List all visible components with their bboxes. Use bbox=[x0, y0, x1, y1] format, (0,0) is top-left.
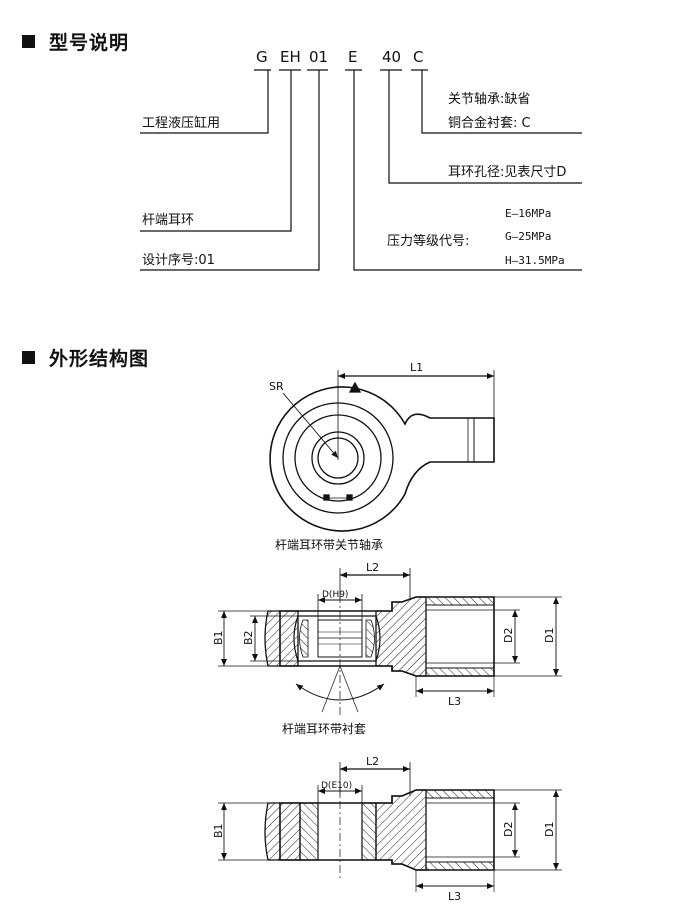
caption-bushing: 杆端耳环带衬套 bbox=[282, 722, 366, 736]
dim-d2-bearing: D2 bbox=[502, 628, 515, 643]
model-code-diagram: G EH 01 E 40 C bbox=[140, 48, 582, 271]
code-g: G bbox=[256, 48, 268, 66]
label-joint-bearing: 关节轴承:缺省 bbox=[448, 92, 530, 107]
section-title-model: 型号说明 bbox=[22, 28, 129, 55]
dim-l3-bushing: L3 bbox=[448, 890, 461, 903]
square-bullet-icon bbox=[22, 35, 35, 48]
code-01: 01 bbox=[309, 48, 328, 66]
code-40: 40 bbox=[382, 48, 401, 66]
label-design-no: 设计序号:01 bbox=[142, 253, 215, 268]
label-pressure-grade: 压力等级代号: bbox=[387, 233, 469, 249]
dim-l1: L1 bbox=[410, 361, 423, 374]
dim-l3-bearing: L3 bbox=[448, 695, 461, 708]
label-pressure-g: G—25MPa bbox=[505, 230, 551, 243]
code-e: E bbox=[348, 48, 357, 66]
figure-section-bearing bbox=[218, 568, 562, 715]
figure-rod-eye-plan bbox=[269, 370, 495, 532]
dim-d-e10: D(E10) bbox=[321, 781, 352, 791]
code-eh: EH bbox=[280, 48, 301, 66]
dim-l2-bushing: L2 bbox=[366, 755, 379, 768]
dim-d1-bearing: D1 bbox=[543, 628, 556, 643]
dim-l2-bearing: L2 bbox=[366, 561, 379, 574]
label-bushing: 铜合金衬套: C bbox=[448, 115, 531, 131]
label-application: 工程液压缸用 bbox=[142, 115, 220, 131]
code-c: C bbox=[413, 48, 423, 66]
dim-d2-bushing: D2 bbox=[502, 822, 515, 837]
label-rod-eye: 杆端耳环 bbox=[142, 213, 194, 228]
section-title-structure-text: 外形结构图 bbox=[49, 348, 150, 370]
section-title-model-text: 型号说明 bbox=[49, 32, 130, 54]
dim-b1-bushing: B1 bbox=[212, 823, 225, 838]
label-hole-dia: 耳环孔径:见表尺寸D bbox=[448, 165, 566, 180]
dim-d1-bushing: D1 bbox=[543, 822, 556, 837]
figure-section-bushing bbox=[218, 762, 562, 892]
dim-sr: SR bbox=[269, 380, 284, 393]
caption-joint-bearing: 杆端耳环带关节轴承 bbox=[275, 537, 383, 552]
dim-b1-bearing: B1 bbox=[212, 630, 225, 645]
label-pressure-h: H—31.5MPa bbox=[505, 254, 565, 267]
dim-b2: B2 bbox=[242, 630, 255, 645]
square-bullet-icon bbox=[22, 351, 35, 364]
dim-d-h9: D(H9) bbox=[322, 590, 348, 600]
label-pressure-e: E—16MPa bbox=[505, 207, 551, 220]
section-title-structure: 外形结构图 bbox=[22, 344, 149, 371]
